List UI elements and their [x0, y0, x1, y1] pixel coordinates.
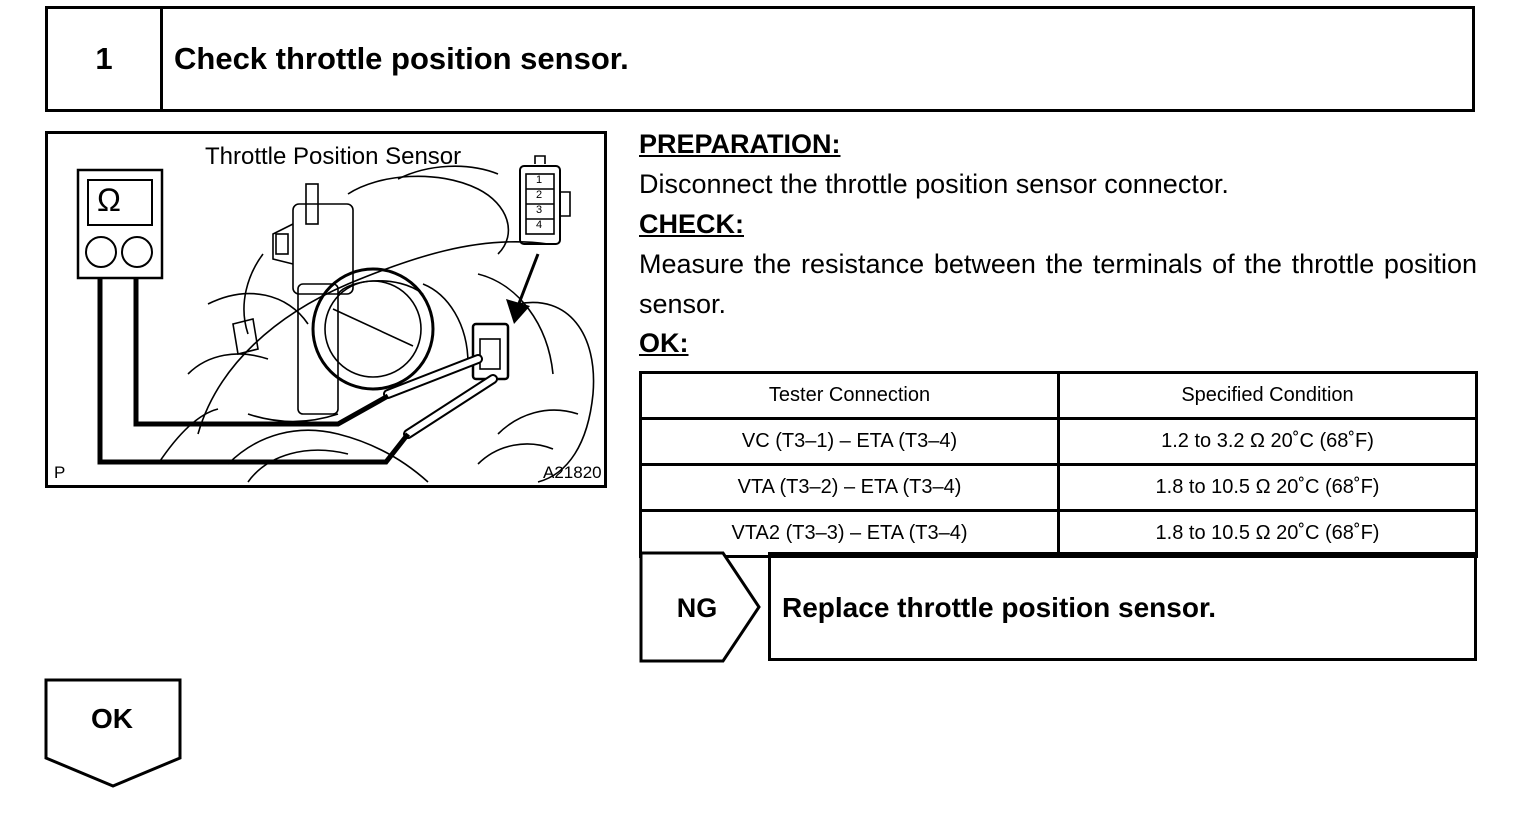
tester-connection-cell: VC (T3–1) – ETA (T3–4) [639, 417, 1060, 466]
table-row: VC (T3–1) – ETA (T3–4) 1.2 to 3.2 Ω 20˚C… [639, 417, 1478, 466]
figure-id: A21820 [543, 463, 602, 482]
step-header: 1 Check throttle position sensor. [45, 6, 1475, 112]
connector-pin-1: 1 [536, 174, 543, 186]
check-text: Measure the resistance between the termi… [639, 249, 1477, 319]
ok-arrow-box [44, 678, 182, 788]
tester-connection-cell: VTA2 (T3–3) – ETA (T3–4) [639, 509, 1060, 558]
ok-next-label: OK [91, 703, 133, 734]
ng-arrow-box [639, 551, 761, 663]
connector-pin-2: 2 [536, 189, 543, 201]
connector-pin-4: 4 [536, 219, 543, 231]
ng-action-box [768, 552, 1477, 661]
specified-condition-cell: 1.8 to 10.5 Ω 20˚C (68˚F) [1057, 463, 1478, 512]
figure-title: Throttle Position Sensor [205, 143, 462, 170]
sensor-illustration: Throttle Position Sensor Ω 1 2 3 4 P A21… [45, 131, 607, 488]
table-header-row: Tester Connection Specified Condition [639, 371, 1478, 420]
spec-table: Tester Connection Specified Condition VC… [639, 371, 1478, 558]
header-tester-connection: Tester Connection [639, 371, 1060, 420]
step-title: Check throttle position sensor. [174, 41, 629, 76]
preparation-text: Disconnect the throttle position sensor … [639, 169, 1229, 199]
ok-heading: OK: [639, 328, 689, 358]
check-heading: CHECK: [639, 209, 744, 239]
specified-condition-cell: 1.8 to 10.5 Ω 20˚C (68˚F) [1057, 509, 1478, 558]
figure-corner-letter: P [54, 463, 66, 482]
header-specified-condition: Specified Condition [1057, 371, 1478, 420]
preparation-heading: PREPARATION: [639, 129, 841, 159]
tester-connection-cell: VTA (T3–2) – ETA (T3–4) [639, 463, 1060, 512]
specified-condition-cell: 1.2 to 3.2 Ω 20˚C (68˚F) [1057, 417, 1478, 466]
ng-label: NG [676, 592, 718, 623]
step-number: 1 [48, 9, 163, 109]
table-row: VTA (T3–2) – ETA (T3–4) 1.8 to 10.5 Ω 20… [639, 463, 1478, 512]
ng-action-text: Replace throttle position sensor. [782, 592, 1217, 623]
throttle-body-drawing [76, 155, 595, 483]
connector-pin-3: 3 [536, 204, 543, 216]
ohm-symbol: Ω [97, 182, 121, 218]
table-row: VTA2 (T3–3) – ETA (T3–4) 1.8 to 10.5 Ω 2… [639, 509, 1478, 558]
